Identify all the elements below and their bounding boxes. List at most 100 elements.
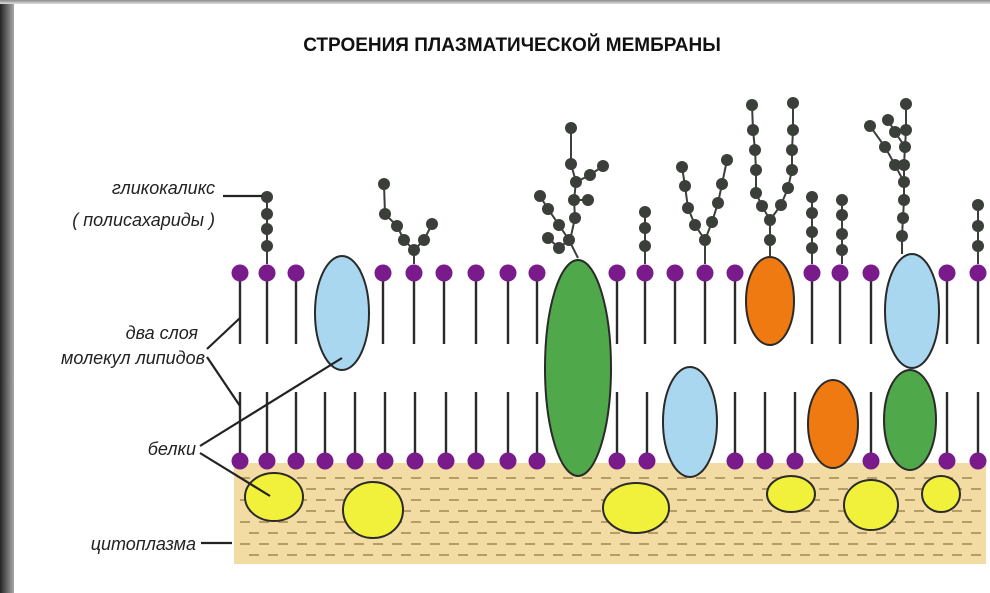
sugar-bead	[864, 120, 876, 132]
lipid-molecules-label: молекул липидов	[61, 348, 205, 368]
sugar-bead	[879, 141, 891, 153]
protein-yellow-peripheral	[922, 476, 960, 512]
sugar-bead	[639, 222, 651, 234]
cytoplasm-label: цитоплазма	[91, 534, 196, 554]
lipid-head	[468, 453, 485, 470]
sugar-bead	[782, 182, 794, 194]
lipid-head	[804, 265, 821, 282]
lipid-head	[697, 265, 714, 282]
sugar-bead	[972, 199, 984, 211]
lipid-head	[787, 453, 804, 470]
sugar-bead	[787, 97, 799, 109]
sugar-bead	[746, 99, 758, 111]
sugar-bead	[836, 228, 848, 240]
lipid-head	[667, 265, 684, 282]
lipid-head	[639, 453, 656, 470]
sugar-bead	[639, 206, 651, 218]
lipid-head	[317, 453, 334, 470]
sugar-bead	[261, 223, 273, 235]
lipid-head	[863, 265, 880, 282]
proteins-label: белки	[148, 439, 196, 459]
sugar-bead	[378, 178, 390, 190]
sugar-bead	[806, 242, 818, 254]
lipid-head	[232, 453, 249, 470]
lipid-head	[407, 453, 424, 470]
lipid-head	[863, 453, 880, 470]
protein-pointer-1	[200, 358, 342, 446]
protein-yellow-peripheral	[343, 482, 403, 538]
lipid-head	[500, 453, 517, 470]
sugar-bead	[836, 209, 848, 221]
sugar-bead	[716, 178, 728, 190]
sugar-bead	[676, 161, 688, 173]
diagram-title: СТРОЕНИЯ ПЛАЗМАТИЧЕСКОЙ МЕМБРАНЫ	[303, 34, 721, 56]
sugar-bead	[584, 169, 596, 181]
lipid-head	[232, 265, 249, 282]
sugar-bead	[764, 234, 776, 246]
sugar-bead	[900, 98, 912, 110]
lipid-head	[347, 453, 364, 470]
protein-blue	[663, 367, 717, 477]
sugar-bead	[534, 190, 546, 202]
sugar-bead	[418, 234, 430, 246]
sugar-bead	[889, 126, 901, 138]
lipid-head	[939, 453, 956, 470]
sugar-bead	[806, 226, 818, 238]
protein-yellow-peripheral	[245, 473, 303, 521]
protein-green-transmembrane	[545, 260, 611, 476]
lipid-head	[500, 265, 517, 282]
sugar-bead	[806, 207, 818, 219]
lipid-head	[377, 453, 394, 470]
lipid-head	[259, 453, 276, 470]
lipid-head	[288, 265, 305, 282]
sugar-bead	[682, 202, 694, 214]
sugar-bead	[261, 191, 273, 203]
lipid-head	[609, 265, 626, 282]
lipid-head	[637, 265, 654, 282]
lipid-head	[609, 453, 626, 470]
sugar-bead	[565, 158, 577, 170]
sugar-bead	[882, 114, 894, 126]
sugar-bead	[706, 216, 718, 228]
lipid-head	[970, 265, 987, 282]
sugar-bead	[712, 197, 724, 209]
lipid-head	[288, 453, 305, 470]
protein-yellow-peripheral	[844, 480, 898, 530]
sugar-bead	[889, 159, 901, 171]
sugar-bead	[553, 242, 565, 254]
lipid-head	[832, 265, 849, 282]
protein-blue	[315, 256, 369, 370]
protein-blue	[885, 254, 939, 368]
protein-orange	[808, 380, 858, 468]
sugar-bead	[565, 122, 577, 134]
sugar-bead	[582, 194, 594, 206]
glycocalyx-label: гликокаликс	[112, 178, 215, 198]
sugar-bead	[747, 124, 759, 136]
sugar-bead	[836, 194, 848, 206]
lipid-head	[727, 453, 744, 470]
lipid-pointer-upper	[207, 318, 240, 349]
lipid-head	[529, 265, 546, 282]
lipid-head	[406, 265, 423, 282]
sugar-bead	[898, 194, 910, 206]
sugar-bead	[639, 240, 651, 252]
sugar-bead	[426, 218, 438, 230]
sugar-bead	[721, 154, 733, 166]
lipid-head	[939, 265, 956, 282]
two-layers-label: два слоя	[126, 323, 199, 343]
sugar-bead	[569, 212, 581, 224]
sugar-bead	[786, 164, 798, 176]
lipid-head	[375, 265, 392, 282]
sugar-bead	[750, 164, 762, 176]
lipid-head	[529, 453, 546, 470]
sugar-bead	[775, 199, 787, 211]
protein-green	[884, 370, 936, 470]
sugar-bead	[756, 200, 768, 212]
lipid-head	[757, 453, 774, 470]
polysaccharides-label: ( полисахариды )	[72, 210, 215, 230]
lipid-head	[468, 265, 485, 282]
sugar-bead	[972, 220, 984, 232]
glycocalyx-chains	[261, 97, 984, 264]
sugar-bead	[379, 208, 391, 220]
sugar-bead	[896, 230, 908, 242]
